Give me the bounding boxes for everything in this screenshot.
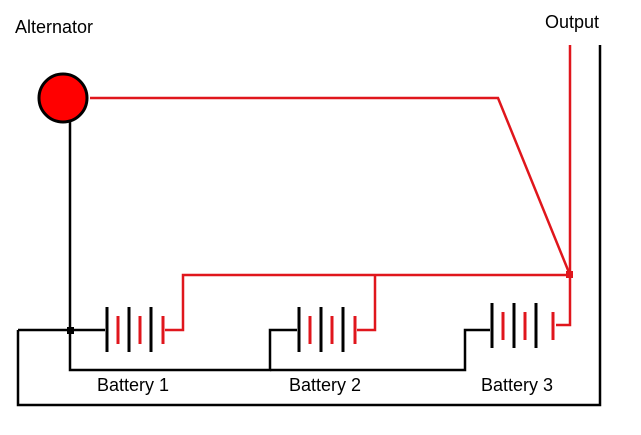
battery-2-to-3-series-wire <box>270 328 490 372</box>
battery-2-label: Battery 2 <box>289 375 362 395</box>
ground-junction-dot <box>67 327 74 334</box>
positive-wiring <box>90 45 572 332</box>
output-wire <box>556 45 572 327</box>
negative-wiring <box>16 45 602 407</box>
output-label: Output <box>545 12 600 32</box>
battery-1-label: Battery 1 <box>97 375 170 395</box>
alternator-symbol <box>37 72 89 124</box>
positive-bus-wire <box>165 273 570 332</box>
battery-1-symbol <box>105 307 165 352</box>
battery-2-positive-wire <box>357 275 377 332</box>
battery-3-label: Battery 3 <box>481 375 554 395</box>
battery-2-symbol <box>297 307 357 352</box>
battery-1-to-2-series-wire <box>68 328 297 372</box>
battery-3-symbol <box>490 303 555 348</box>
chassis-ground-loop <box>16 45 602 407</box>
alternator-output-wire <box>90 96 572 276</box>
alternator-label: Alternator <box>15 17 94 37</box>
positive-junction-dot <box>566 271 573 278</box>
